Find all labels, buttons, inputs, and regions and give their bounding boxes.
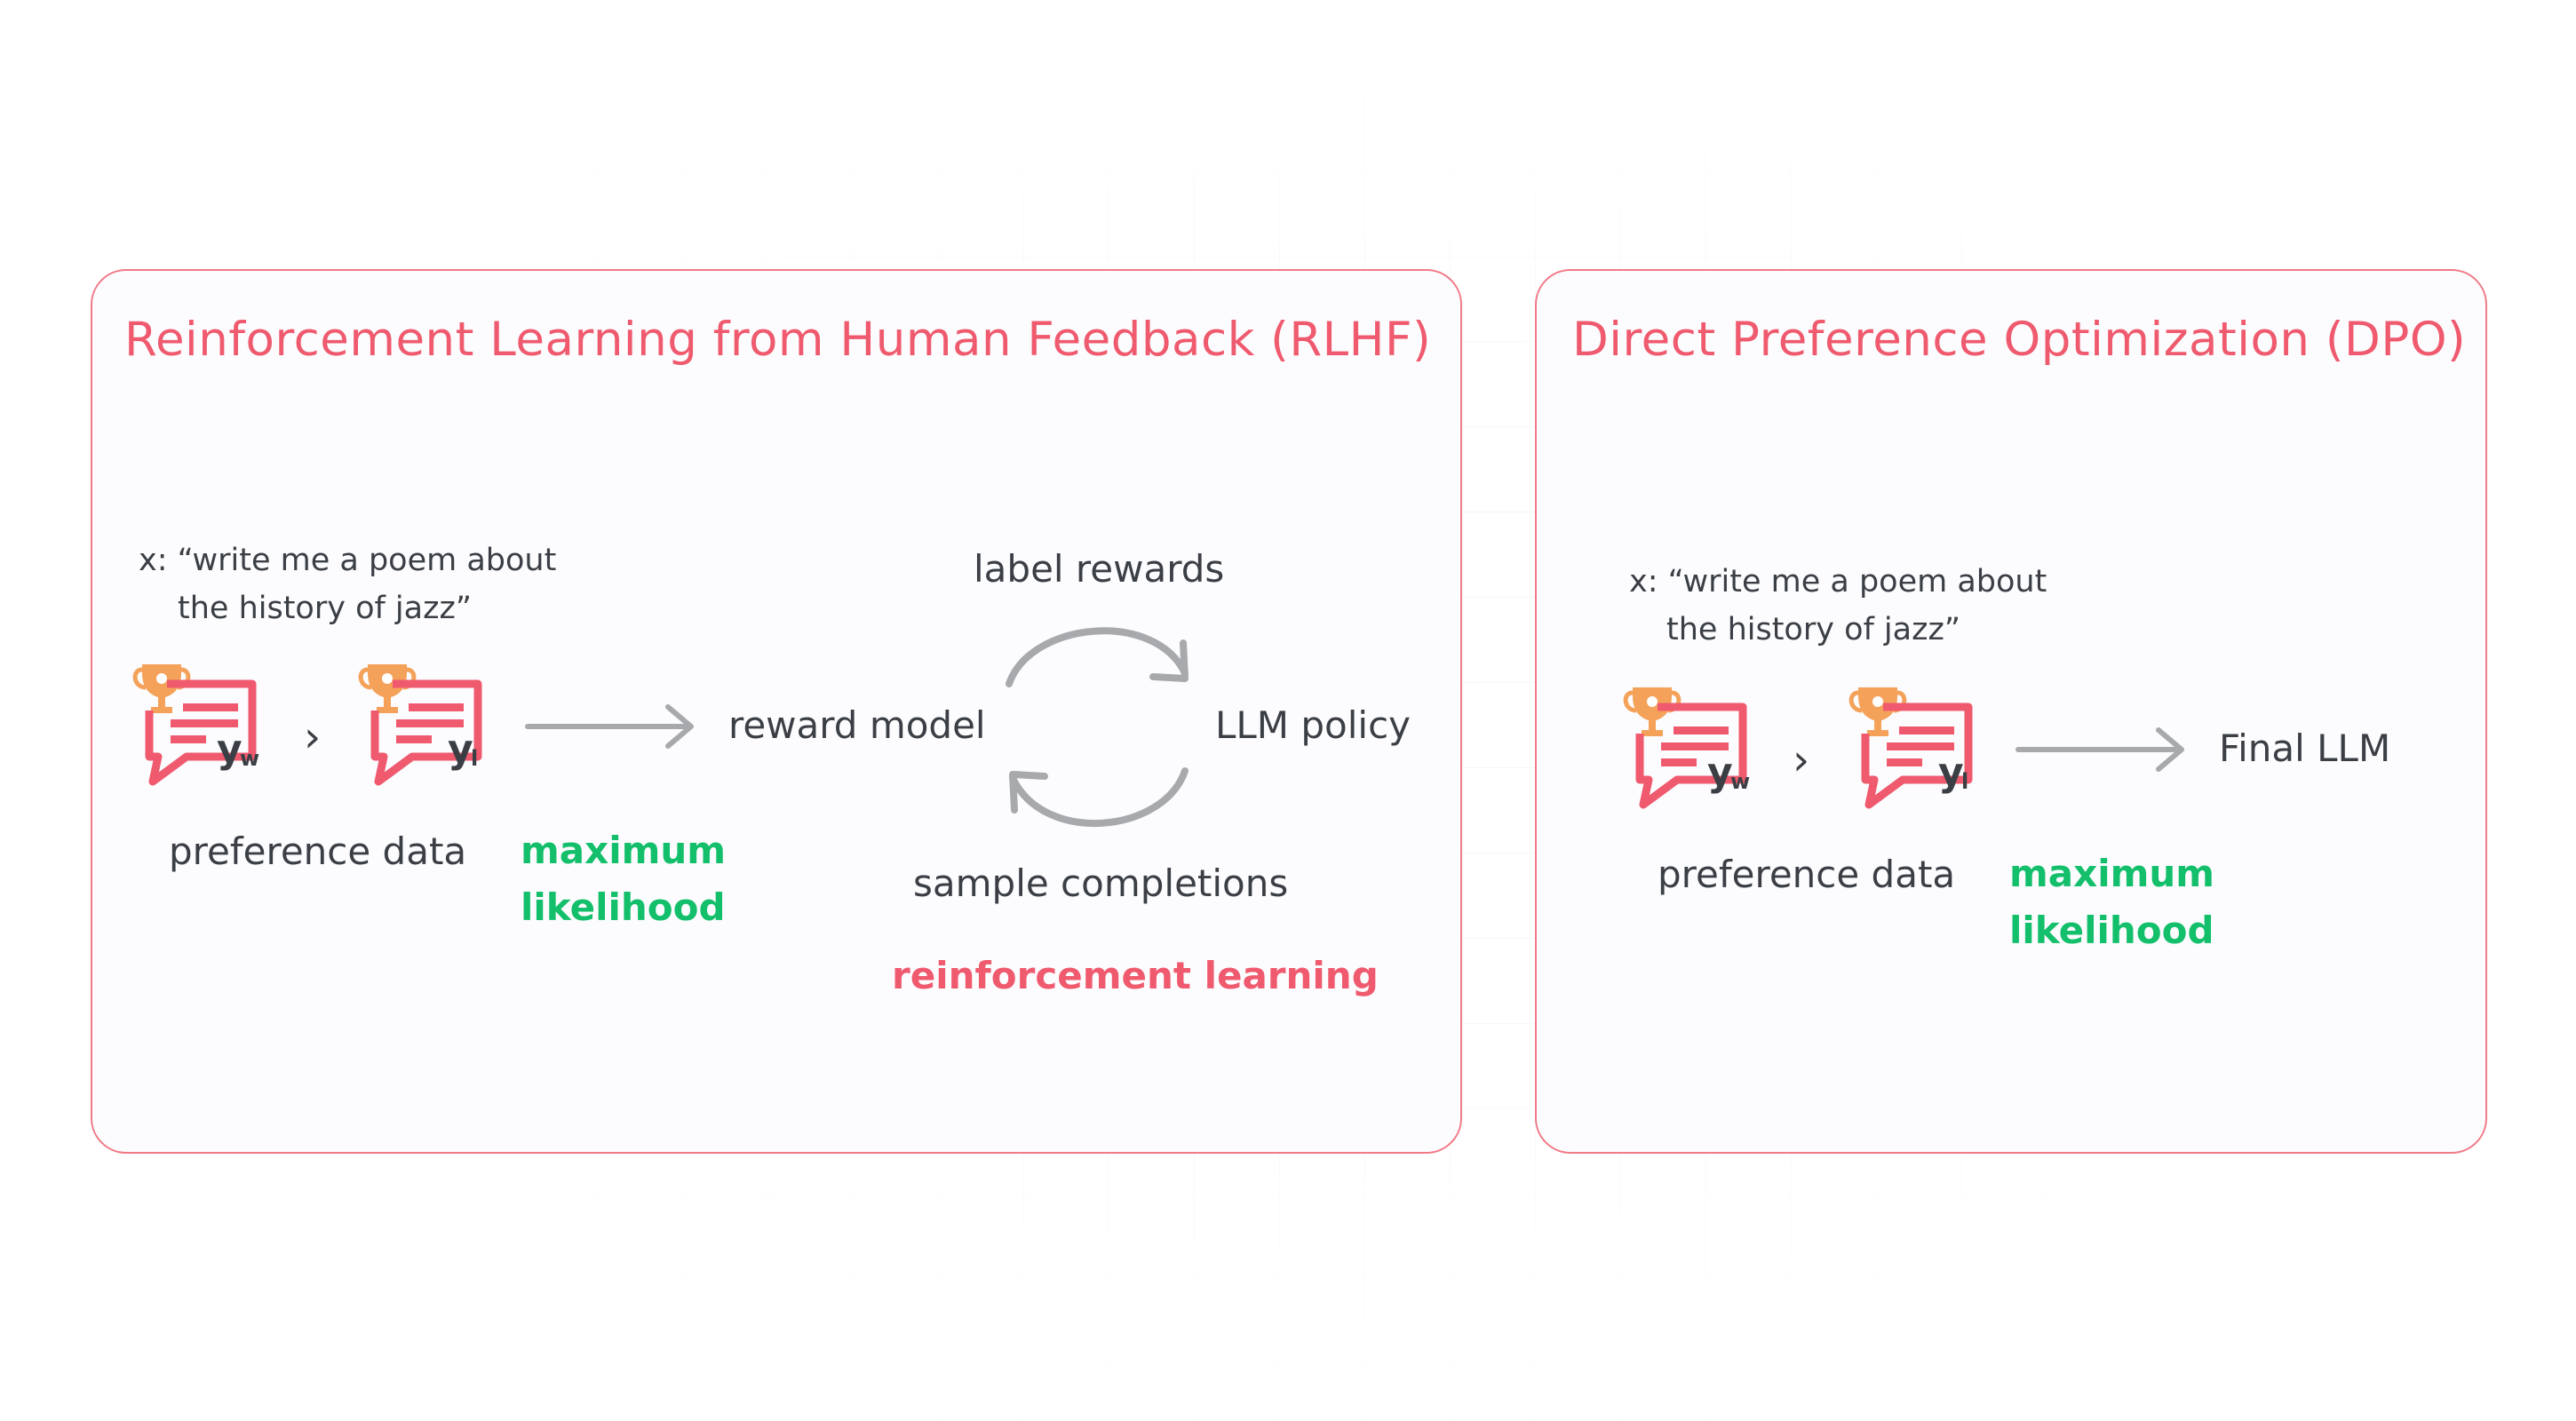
rlhf-title: Reinforcement Learning from Human Feedba…	[124, 313, 1432, 367]
reward-model-label: reward model	[728, 703, 986, 747]
dpo-ml-line1: maximum	[2009, 852, 2215, 895]
rlhf-prompt-line2: the history of jazz”	[178, 591, 472, 626]
rlhf-preference-label: preference data	[169, 830, 467, 873]
dpo-loser-response-icon: y l	[1849, 687, 1973, 809]
winner-subscript: w	[240, 746, 259, 771]
dpo-preference-label: preference data	[1658, 853, 1956, 896]
arrow-right-icon	[525, 704, 694, 749]
final-llm-label: Final LLM	[2219, 726, 2391, 770]
rlhf-ml-line2: likelihood	[521, 885, 726, 929]
trophy-icon	[1849, 687, 1907, 736]
chat-bubble-icon	[145, 679, 257, 786]
sample-completions-label: sample completions	[913, 861, 1289, 905]
llm-policy-label: LLM policy	[1215, 703, 1411, 747]
dpo-prompt-line2: the history of jazz”	[1666, 612, 1960, 647]
rlhf-panel	[91, 269, 1462, 1154]
chat-bubble-icon	[1861, 703, 1973, 809]
loser-subscript: l	[471, 746, 478, 771]
rlhf-winner-response-icon: y w	[132, 664, 259, 786]
dpo-panel	[1535, 269, 2487, 1154]
dpo-winner-response-icon: y w	[1623, 687, 1750, 809]
dpo-ml-line2: likelihood	[2009, 909, 2214, 952]
trophy-icon	[358, 664, 417, 713]
rlhf-prompt-line1: x: “write me a poem about	[139, 543, 557, 578]
dpo-loser-y-letter: y	[1938, 750, 1964, 795]
chat-bubble-icon	[1635, 703, 1747, 809]
rlhf-loser-response-icon: y l	[358, 664, 482, 786]
dpo-greater-than: ›	[1793, 735, 1810, 785]
dpo-winner-subscript: w	[1730, 769, 1750, 794]
dpo-winner-y-letter: y	[1707, 750, 1733, 795]
winner-y-letter: y	[217, 726, 242, 772]
rlhf-greater-than: ›	[304, 712, 322, 762]
dpo-loser-subscript: l	[1961, 769, 1968, 794]
rl-label: reinforcement learning	[892, 954, 1379, 997]
trophy-icon	[1623, 687, 1682, 736]
dpo-prompt-line1: x: “write me a poem about	[1629, 564, 2047, 599]
rlhf-ml-line1: maximum	[521, 829, 727, 872]
label-rewards-label: label rewards	[974, 547, 1225, 591]
trophy-icon	[132, 664, 191, 713]
dpo-title: Direct Preference Optimization (DPO)	[1572, 313, 2467, 367]
loser-y-letter: y	[448, 726, 473, 772]
arrow-right-icon	[2015, 727, 2184, 772]
chat-bubble-icon	[370, 679, 482, 786]
cycle-arrow-icon	[1006, 627, 1189, 827]
